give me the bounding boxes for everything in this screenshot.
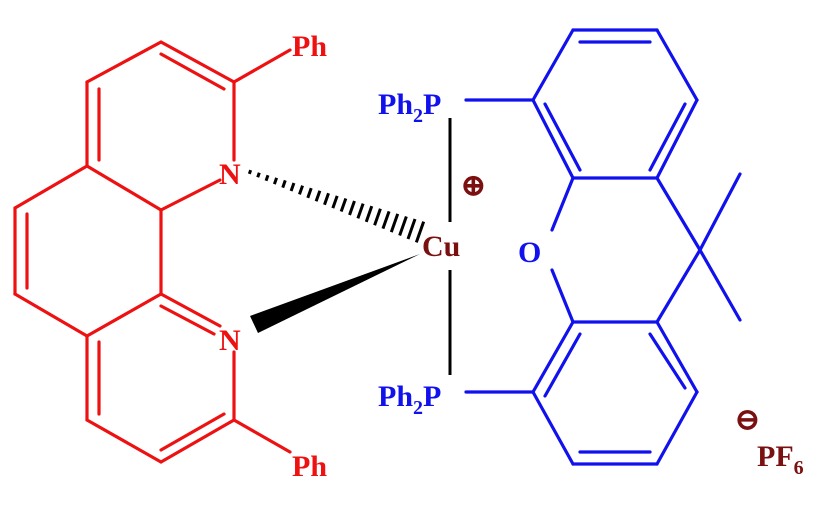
bond (698, 248, 742, 322)
hash-stroke (298, 185, 304, 195)
hash-stroke (281, 179, 287, 189)
cation-charge-icon: ⊕ (460, 167, 487, 203)
atom-labels: Ph Ph N N Cu ⊕ Ph2P Ph2P O ⊖ PF6 (219, 30, 804, 483)
bond (655, 98, 699, 180)
hash-stroke (256, 172, 261, 178)
bond (159, 418, 236, 464)
hash-stroke (339, 197, 348, 213)
bond (159, 40, 236, 84)
bond (648, 332, 687, 390)
hash-stroke (348, 200, 356, 216)
bond (543, 332, 582, 398)
nitrogen-label-bottom: N (219, 324, 241, 357)
hash-stroke (406, 218, 417, 240)
anion-label: PF6 (757, 440, 804, 479)
bond (648, 102, 687, 172)
hash-stroke (306, 187, 313, 199)
hash-stroke (373, 208, 382, 226)
hash-stroke (264, 174, 270, 182)
phenyl-label-top: Ph (292, 30, 327, 63)
hash-stroke (314, 190, 322, 202)
coordination-bonds (247, 118, 452, 375)
oxygen-label: O (518, 236, 541, 269)
hashed-wedge-bond (247, 169, 426, 243)
bond (13, 292, 89, 338)
bond (550, 268, 575, 324)
hash-stroke (272, 177, 279, 185)
hash-stroke (414, 221, 426, 243)
bond (655, 176, 702, 252)
bond (655, 248, 702, 324)
bond (531, 98, 575, 180)
hash-stroke (323, 192, 330, 206)
hash-stroke (247, 169, 253, 175)
hash-stroke (364, 205, 374, 223)
hash-stroke (398, 215, 408, 237)
copper-label: Cu (422, 230, 460, 263)
phosphine-label-bottom: Ph2P (378, 380, 441, 419)
hash-stroke (356, 203, 365, 219)
bond (85, 164, 163, 212)
nitrogen-label-top: N (219, 158, 241, 191)
bond (159, 292, 222, 328)
hash-stroke (389, 213, 400, 233)
bond (655, 390, 699, 466)
bond (550, 176, 575, 232)
bond (698, 172, 742, 252)
bond (85, 418, 163, 464)
bond (655, 28, 699, 102)
bond (232, 418, 292, 454)
hash-stroke (381, 210, 391, 230)
bond (159, 304, 216, 336)
bond (655, 320, 699, 394)
bond (159, 412, 226, 452)
bond (543, 102, 582, 172)
bond (159, 52, 226, 91)
bond (99, 176, 161, 212)
anion-charge-icon: ⊖ (734, 401, 761, 437)
xantphos-ligand (464, 28, 742, 466)
hash-stroke (331, 195, 339, 209)
phenanthroline-ligand (13, 40, 292, 464)
bond (13, 164, 89, 210)
hash-stroke (289, 182, 296, 192)
phosphine-label-top: Ph2P (378, 88, 441, 127)
bond (85, 292, 163, 338)
solid-wedge-bond (250, 254, 420, 333)
bond (531, 320, 575, 394)
phenyl-label-bottom: Ph (292, 450, 327, 483)
bond (159, 178, 222, 212)
bond (531, 390, 575, 466)
bond (85, 40, 163, 84)
bond (531, 28, 575, 102)
bond (232, 48, 292, 84)
